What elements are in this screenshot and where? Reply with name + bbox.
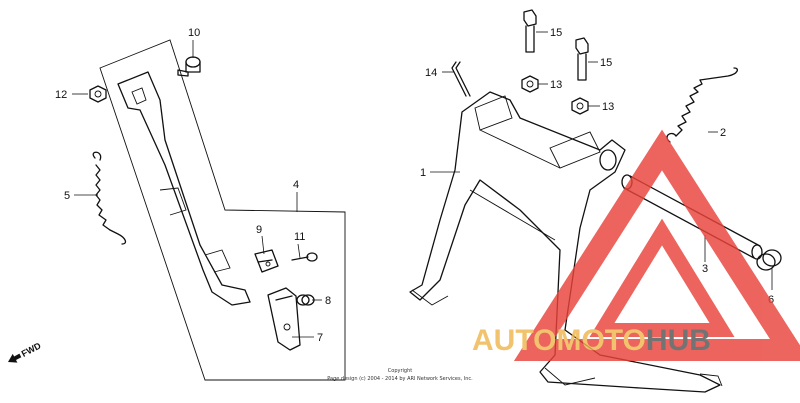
main-stand-assembly (409, 91, 723, 393)
callout-7: 7 (317, 332, 323, 344)
watermark: AUTOMOTOHUB (472, 129, 800, 361)
callout-9: 9 (256, 224, 262, 236)
watermark-auto: AUTO (472, 324, 556, 357)
side-stand-assembly (89, 39, 346, 381)
copyright-line-1: Copyright (388, 368, 412, 374)
callout-2: 2 (720, 127, 726, 139)
bolt-15-b (575, 37, 589, 81)
main-stand-kick-lever (699, 373, 723, 387)
nut-13-b (571, 97, 589, 115)
callout-8: 8 (325, 295, 331, 307)
nut-12 (89, 85, 107, 103)
callout-6: 6 (768, 294, 774, 306)
fwd-arrow-icon (8, 353, 22, 363)
callout-15-b: 15 (600, 57, 612, 69)
side-stand-rib (159, 187, 187, 216)
main-stand-crossbar (479, 129, 561, 169)
main-stand-top-left-block (474, 95, 513, 131)
main-stand-lower-brace (469, 189, 556, 241)
spring-2 (666, 67, 738, 143)
callout-3: 3 (702, 263, 708, 275)
callout-14: 14 (425, 67, 437, 79)
main-stand-right-foot (544, 367, 596, 386)
switch-7 (267, 287, 301, 351)
fwd-indicator: FWD (8, 340, 43, 363)
main-stand-frame (409, 91, 721, 393)
group-outline (99, 39, 346, 381)
bolt-15-a (523, 9, 537, 53)
watermark-text: AUTOMOTOHUB (472, 324, 711, 357)
copyright-line-2: Page design (c) 2004 - 2014 by ARI Netwo… (327, 376, 473, 382)
callout-10: 10 (188, 27, 200, 39)
nut-13-a (521, 75, 539, 93)
callout-13-b: 13 (602, 101, 614, 113)
watermark-hub: HUB (646, 324, 711, 357)
callout-4: 4 (293, 179, 299, 191)
screw-11 (291, 252, 318, 262)
watermark-triangle-inner (589, 218, 735, 337)
callout-15-a: 15 (550, 27, 562, 39)
watermark-moto: MOTO (556, 324, 645, 357)
callout-12: 12 (55, 89, 67, 101)
callout-11: 11 (294, 231, 305, 243)
watermark-triangle-outer (513, 129, 800, 361)
leader-lines (72, 31, 773, 338)
main-stand-top-right-block (549, 131, 601, 169)
bolt-10 (177, 56, 201, 77)
callout-13-a: 13 (550, 79, 562, 91)
side-stand-pivot-hole (131, 87, 147, 105)
cap-6 (756, 249, 782, 271)
callout-5: 5 (64, 190, 70, 202)
spring-5 (92, 151, 127, 245)
fwd-label: FWD (20, 340, 43, 359)
main-stand-left-foot (411, 289, 449, 306)
cotter-pin-14 (451, 61, 471, 97)
collar-8 (296, 294, 315, 306)
switch-bracket-9 (254, 249, 279, 273)
main-stand-pivot-bore (599, 149, 617, 171)
side-stand-rib-lower (204, 249, 231, 273)
side-stand-arm (117, 71, 251, 306)
callout-1: 1 (420, 167, 426, 179)
